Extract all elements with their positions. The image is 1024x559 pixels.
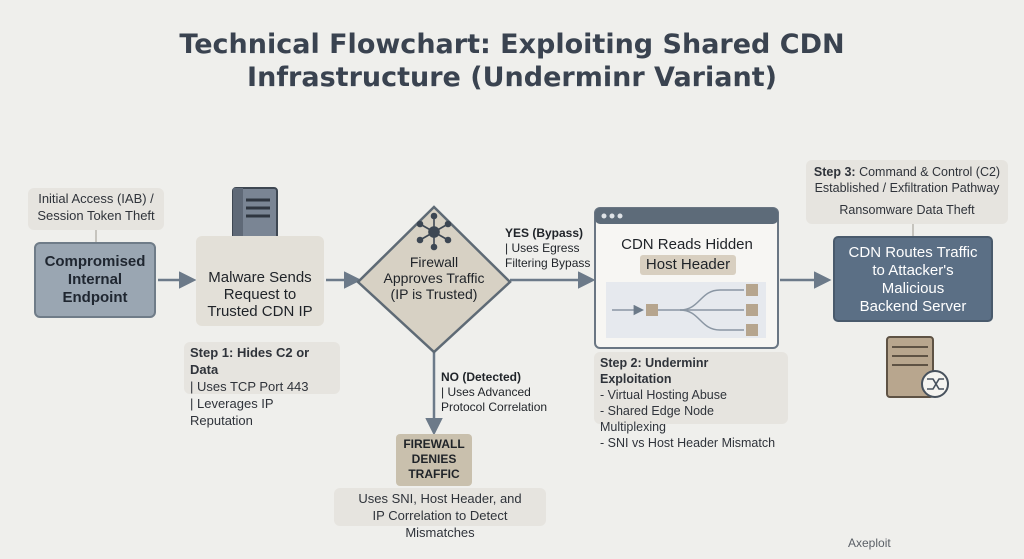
network-hub-icon bbox=[416, 212, 452, 251]
denied-note: Uses SNI, Host Header, and IP Correlatio… bbox=[334, 488, 546, 540]
compromised-line-3: Endpoint bbox=[62, 289, 128, 306]
server-shuffle-icon bbox=[886, 336, 949, 398]
step2-note: Step 2: Underminr Exploitation - Virtual… bbox=[594, 352, 788, 450]
cdn-routes-line-4: Backend Server bbox=[859, 298, 967, 315]
step2-heading: Step 2: Underminr Exploitation bbox=[600, 356, 709, 386]
step1-line-1: | Uses TCP Port 443 bbox=[190, 379, 309, 394]
initial-access-line-2: Session Token Theft bbox=[37, 208, 155, 223]
denied-line-3: TRAFFIC bbox=[408, 467, 460, 481]
compromised-endpoint-box: Compromised Internal Endpoint bbox=[34, 242, 156, 318]
yes-line-2: Filtering Bypass bbox=[505, 256, 591, 270]
title-line-1: Technical Flowchart: Exploiting Shared C… bbox=[179, 29, 845, 60]
yes-heading: YES (Bypass) bbox=[505, 226, 584, 240]
step1-note: Step 1: Hides C2 or Data | Uses TCP Port… bbox=[184, 342, 340, 428]
routing-diagram-icon bbox=[606, 282, 766, 338]
cdn-reads-line-2: Host Header bbox=[645, 256, 731, 273]
step1-line-2: | Leverages IP Reputation bbox=[190, 396, 274, 428]
compromised-line-2: Internal bbox=[67, 271, 123, 288]
step3-heading: Step 3: bbox=[813, 165, 856, 179]
malware-line-2: Request to bbox=[223, 286, 297, 303]
compromised-line-1: Compromised bbox=[44, 253, 146, 270]
no-branch-label: NO (Detected) | Uses Advanced Protocol C… bbox=[441, 370, 571, 415]
cdn-reads-line-1: CDN Reads Hidden bbox=[621, 236, 753, 253]
step2-item: - Shared Edge Node Multiplexing bbox=[600, 404, 714, 434]
malware-request-box: Malware Sends Request to Trusted CDN IP bbox=[196, 236, 324, 326]
footer-brand: Axeploit bbox=[848, 536, 891, 550]
denied-note-line-2: IP Correlation to Detect Mismatches bbox=[372, 508, 508, 540]
no-line-2: Protocol Correlation bbox=[441, 400, 548, 414]
denied-note-line-1: Uses SNI, Host Header, and bbox=[358, 491, 522, 506]
host-header-badge: Host Header bbox=[640, 255, 736, 275]
no-heading: NO (Detected) bbox=[441, 370, 522, 384]
step1-heading: Step 1: Hides C2 or Data bbox=[190, 345, 310, 377]
firewall-line-3: (IP is Trusted) bbox=[390, 286, 478, 302]
step2-item: - Virtual Hosting Abuse bbox=[600, 388, 727, 402]
step3-heading-rest: Command & Control (C2) bbox=[859, 165, 1001, 179]
initial-access-note: Initial Access (IAB) / Session Token The… bbox=[28, 188, 164, 230]
denied-line-2: DENIES bbox=[411, 452, 457, 466]
cdn-routes-line-1: CDN Routes Traffic bbox=[848, 244, 978, 261]
step3-heading-row: Step 3: Command & Control (C2) bbox=[812, 164, 1002, 180]
firewall-denies-box: FIREWALL DENIES TRAFFIC bbox=[396, 434, 472, 486]
cdn-routes-line-3: Malicious bbox=[881, 280, 945, 297]
denied-line-1: FIREWALL bbox=[403, 437, 465, 451]
cdn-reads-title: CDN Reads Hidden bbox=[596, 236, 778, 254]
no-line-1: | Uses Advanced bbox=[441, 385, 531, 399]
step3-line-1: Established / Exfiltration Pathway bbox=[814, 181, 1000, 195]
yes-line-1: | Uses Egress bbox=[505, 241, 580, 255]
firewall-decision-text: Firewall Approves Traffic (IP is Trusted… bbox=[366, 254, 502, 302]
yes-branch-label: YES (Bypass) | Uses Egress Filtering Byp… bbox=[505, 226, 597, 271]
step3-line-2: Ransomware Data Theft bbox=[839, 203, 975, 217]
malware-line-3: Trusted CDN IP bbox=[207, 303, 313, 320]
title-line-2: Infrastructure (Underminr Variant) bbox=[247, 62, 777, 93]
initial-access-line-1: Initial Access (IAB) / bbox=[38, 191, 154, 206]
cdn-routes-box: CDN Routes Traffic to Attacker's Malicio… bbox=[833, 236, 993, 322]
cdn-routes-line-2: to Attacker's bbox=[872, 262, 954, 279]
firewall-line-2: Approves Traffic bbox=[383, 270, 485, 286]
firewall-line-1: Firewall bbox=[409, 254, 459, 270]
step2-item: - SNI vs Host Header Mismatch bbox=[600, 436, 776, 450]
firewall-decision-diamond bbox=[356, 205, 512, 354]
step3-note: Step 3: Command & Control (C2) Establish… bbox=[806, 160, 1008, 224]
malware-line-1: Malware Sends bbox=[208, 269, 312, 286]
page-title: Technical Flowchart: Exploiting Shared C… bbox=[0, 28, 1024, 94]
